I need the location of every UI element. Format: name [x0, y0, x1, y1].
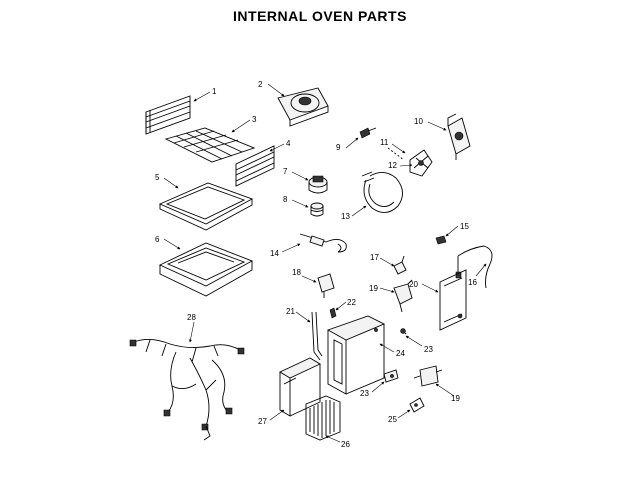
- motor-coupling: [308, 175, 328, 194]
- callout-7: 7: [283, 167, 288, 176]
- callout-9: 9: [336, 143, 341, 152]
- callout-20: 20: [409, 280, 418, 289]
- callout-12: 12: [388, 161, 397, 170]
- callout-6: 6: [155, 235, 160, 244]
- control-housing: [326, 315, 386, 395]
- callout-17: 17: [370, 253, 379, 262]
- callout-22: 22: [347, 298, 356, 307]
- insulation-housing: [279, 357, 321, 417]
- screw-b: [383, 369, 399, 383]
- callout-13: 13: [341, 212, 350, 221]
- callout-18: 18: [292, 268, 301, 277]
- convection-element: [361, 171, 403, 213]
- fan-bracket-screw: [359, 127, 377, 139]
- convection-fan-motor: [447, 113, 471, 160]
- wiring-harness: [129, 339, 245, 441]
- callout-23a: 23: [424, 345, 433, 354]
- rack-guide-right: [235, 145, 275, 187]
- gas-tube: [311, 311, 323, 361]
- callout-5: 5: [155, 173, 160, 182]
- diagram-title: INTERNAL OVEN PARTS: [233, 8, 407, 24]
- gas-valve-b: [413, 365, 443, 387]
- oven-sensor: [455, 245, 493, 289]
- convection-blower: [277, 87, 329, 127]
- screw-a: [400, 328, 407, 335]
- callout-8: 8: [283, 195, 288, 204]
- rack-guide-left: [145, 95, 191, 135]
- gas-valve: [393, 279, 413, 313]
- spacer: [310, 202, 324, 217]
- callout-4: 4: [286, 139, 291, 148]
- convection-fan-blade: [387, 147, 433, 177]
- door-switch: [317, 273, 335, 298]
- insulation: [305, 395, 341, 441]
- callout-15: 15: [460, 222, 469, 231]
- valve-bracket: [439, 269, 467, 331]
- callout-19a: 19: [369, 284, 378, 293]
- callout-21: 21: [286, 307, 295, 316]
- callout-19b: 19: [451, 394, 460, 403]
- callout-23b: 23: [360, 389, 369, 398]
- callout-28: 28: [187, 313, 196, 322]
- callout-14: 14: [270, 249, 279, 258]
- oven-rack: [164, 127, 256, 163]
- callout-2: 2: [258, 80, 263, 89]
- callout-25: 25: [388, 415, 397, 424]
- pressure-regulator: [393, 255, 407, 275]
- igniter: [299, 233, 347, 253]
- broil-pan-tray: [158, 242, 254, 297]
- callout-11: 11: [380, 138, 389, 147]
- broil-pan: [158, 182, 254, 231]
- callout-26: 26: [341, 440, 350, 449]
- callout-10: 10: [414, 117, 423, 126]
- callout-27: 27: [258, 417, 267, 426]
- mounting-clip: [409, 397, 425, 413]
- grommet: [435, 235, 447, 245]
- callout-1: 1: [212, 87, 217, 96]
- callout-16: 16: [468, 278, 477, 287]
- wire-clip: [329, 307, 337, 319]
- callout-3: 3: [252, 115, 257, 124]
- callout-24: 24: [396, 349, 405, 358]
